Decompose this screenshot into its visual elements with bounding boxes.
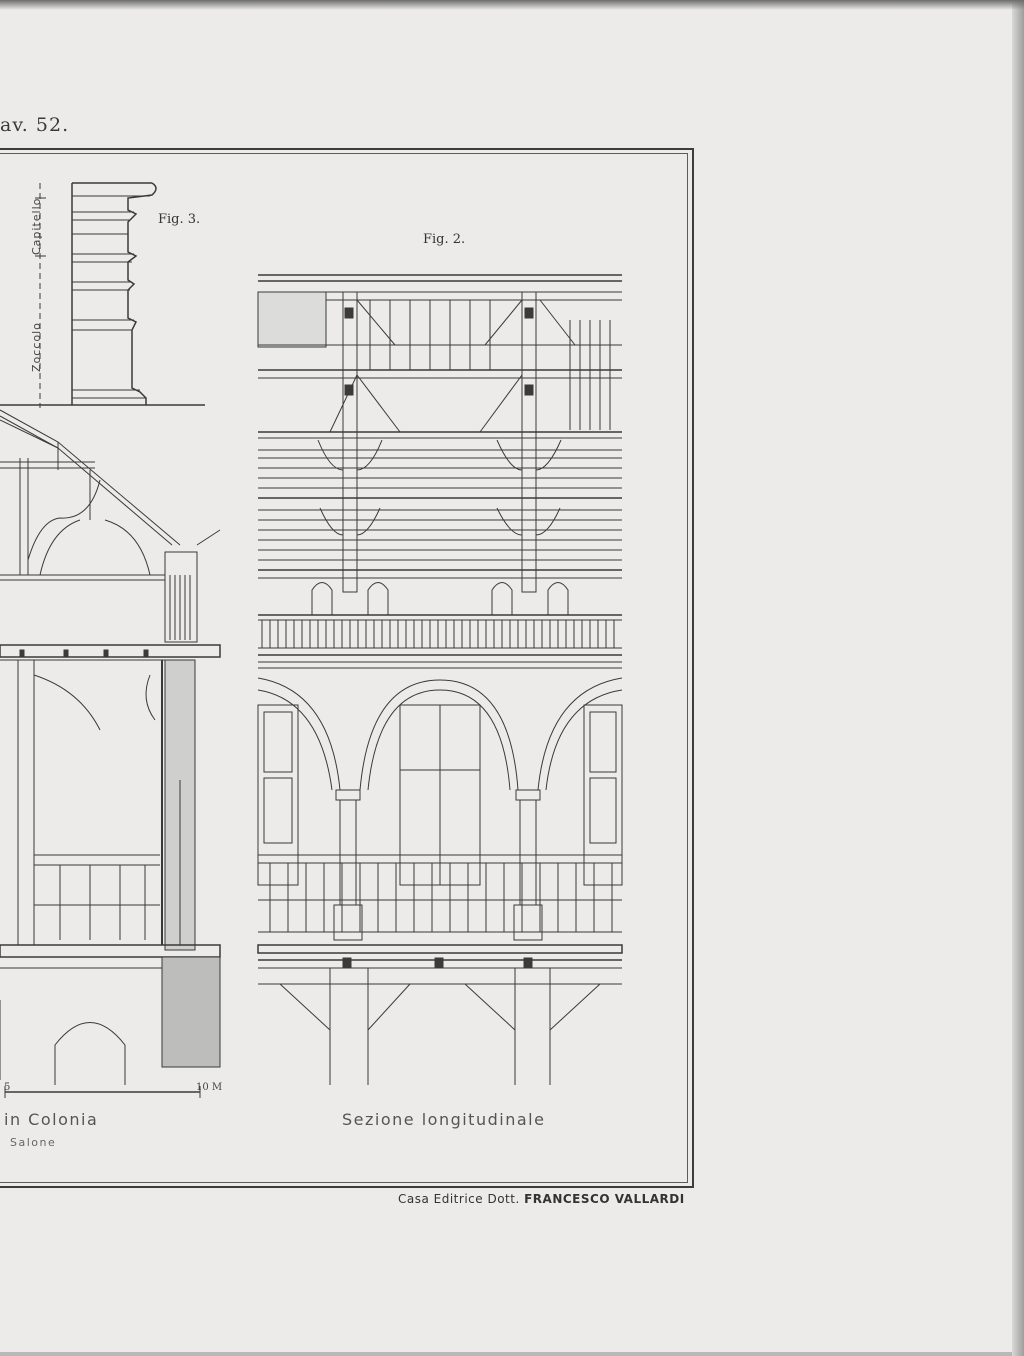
right-caption: Sezione longitudinale	[342, 1110, 546, 1129]
left-subcaption: Salone	[10, 1136, 57, 1149]
scale-mark-5: 5	[4, 1082, 11, 1093]
left-caption: in Colonia	[4, 1110, 99, 1129]
fig3-label: Fig. 3.	[158, 212, 201, 227]
page-edge	[1012, 0, 1024, 1356]
publisher-imprint: Casa Editrice Dott. FRANCESCO VALLARDI	[398, 1192, 685, 1206]
top-shadow	[0, 0, 1024, 10]
longitudinal-section-drawing	[257, 274, 623, 1085]
publisher-prefix: Casa Editrice Dott.	[398, 1192, 520, 1206]
publisher-name: FRANCESCO VALLARDI	[524, 1192, 685, 1206]
fig2-label: Fig. 2.	[423, 232, 466, 247]
architectural-drawing	[0, 182, 623, 1098]
plate-number: av. 52.	[0, 114, 70, 136]
plate-frame-inner	[0, 153, 688, 1183]
capitello-label: Capitello	[30, 197, 43, 255]
zoccolo-label: Zoccolo	[30, 322, 43, 372]
fig3-profile-drawing	[0, 182, 205, 408]
scale-mark-10: 10 M	[196, 1082, 223, 1093]
plate-frame-outer	[0, 148, 694, 1188]
transverse-section-drawing	[0, 409, 221, 1098]
